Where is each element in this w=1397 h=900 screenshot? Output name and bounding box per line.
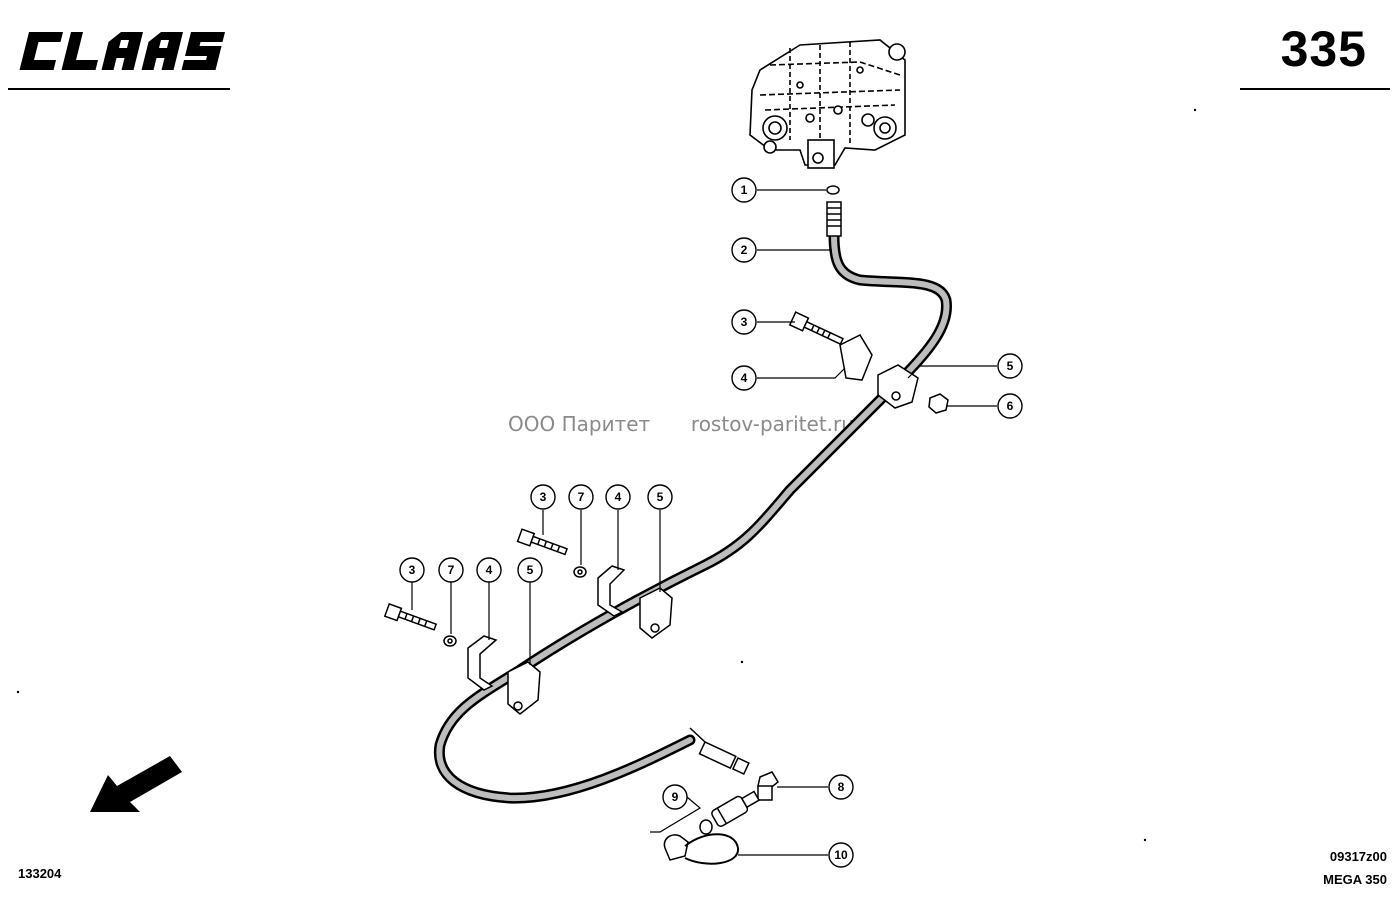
callout-7-lower: 7 (438, 557, 464, 583)
figure-code: 09317z00 (1329, 849, 1387, 864)
model-name: MEGA 350 (1323, 872, 1387, 887)
callout-10: 10 (828, 842, 854, 868)
direction-arrow (90, 756, 182, 812)
callout-4: 4 (731, 365, 757, 391)
callout-8: 8 (828, 774, 854, 800)
callout-3-lower: 3 (399, 557, 425, 583)
svg-text:4: 4 (615, 490, 622, 504)
callout-5-middle: 5 (647, 484, 673, 510)
callout-7-middle: 7 (568, 484, 594, 510)
header-rule-left (8, 88, 230, 90)
sensor-assembly (663, 727, 779, 865)
upper-clamp-assembly (788, 311, 949, 414)
callout-3: 3 (731, 309, 757, 335)
svg-text:3: 3 (409, 563, 416, 577)
svg-text:4: 4 (486, 563, 493, 577)
watermark-company: ООО Паритет (508, 412, 651, 436)
svg-text:3: 3 (741, 315, 748, 329)
callout-2: 2 (731, 237, 757, 263)
svg-text:3: 3 (540, 490, 547, 504)
svg-text:8: 8 (838, 780, 845, 794)
watermark: ООО Паритет rostov-paritet.ru (508, 412, 854, 436)
lower-clamp-assembly (383, 602, 541, 715)
callout-4-lower: 4 (476, 557, 502, 583)
svg-text:2: 2 (741, 243, 748, 257)
svg-text:5: 5 (1007, 359, 1014, 373)
callout-6: 6 (997, 393, 1023, 419)
callout-4-middle: 4 (605, 484, 631, 510)
callout-5-lower: 5 (517, 557, 543, 583)
middle-clamp-assembly (516, 528, 673, 639)
svg-text:5: 5 (527, 563, 534, 577)
svg-text:7: 7 (578, 490, 585, 504)
svg-text:10: 10 (834, 848, 848, 862)
hydraulic-hose (433, 229, 952, 804)
svg-text:7: 7 (448, 563, 455, 577)
svg-text:9: 9 (672, 790, 679, 804)
leader-lines (411, 189, 997, 856)
control-valve-block (749, 39, 906, 169)
svg-text:4: 4 (741, 371, 748, 385)
callout-9: 9 (662, 784, 688, 810)
callout-3-middle: 3 (530, 484, 556, 510)
svg-text:5: 5 (657, 490, 664, 504)
svg-text:6: 6 (1007, 399, 1014, 413)
svg-text:1: 1 (741, 183, 748, 197)
hose-fitting-top (826, 201, 842, 237)
drawing-id: 133204 (18, 866, 62, 881)
claas-logo (19, 32, 226, 70)
o-ring-part (826, 185, 840, 195)
watermark-site: rostov-paritet.ru (690, 412, 854, 436)
page-number: 335 (1280, 21, 1367, 77)
header-rule-right (1240, 88, 1390, 90)
callout-1: 1 (731, 177, 757, 203)
callout-5: 5 (997, 353, 1023, 379)
